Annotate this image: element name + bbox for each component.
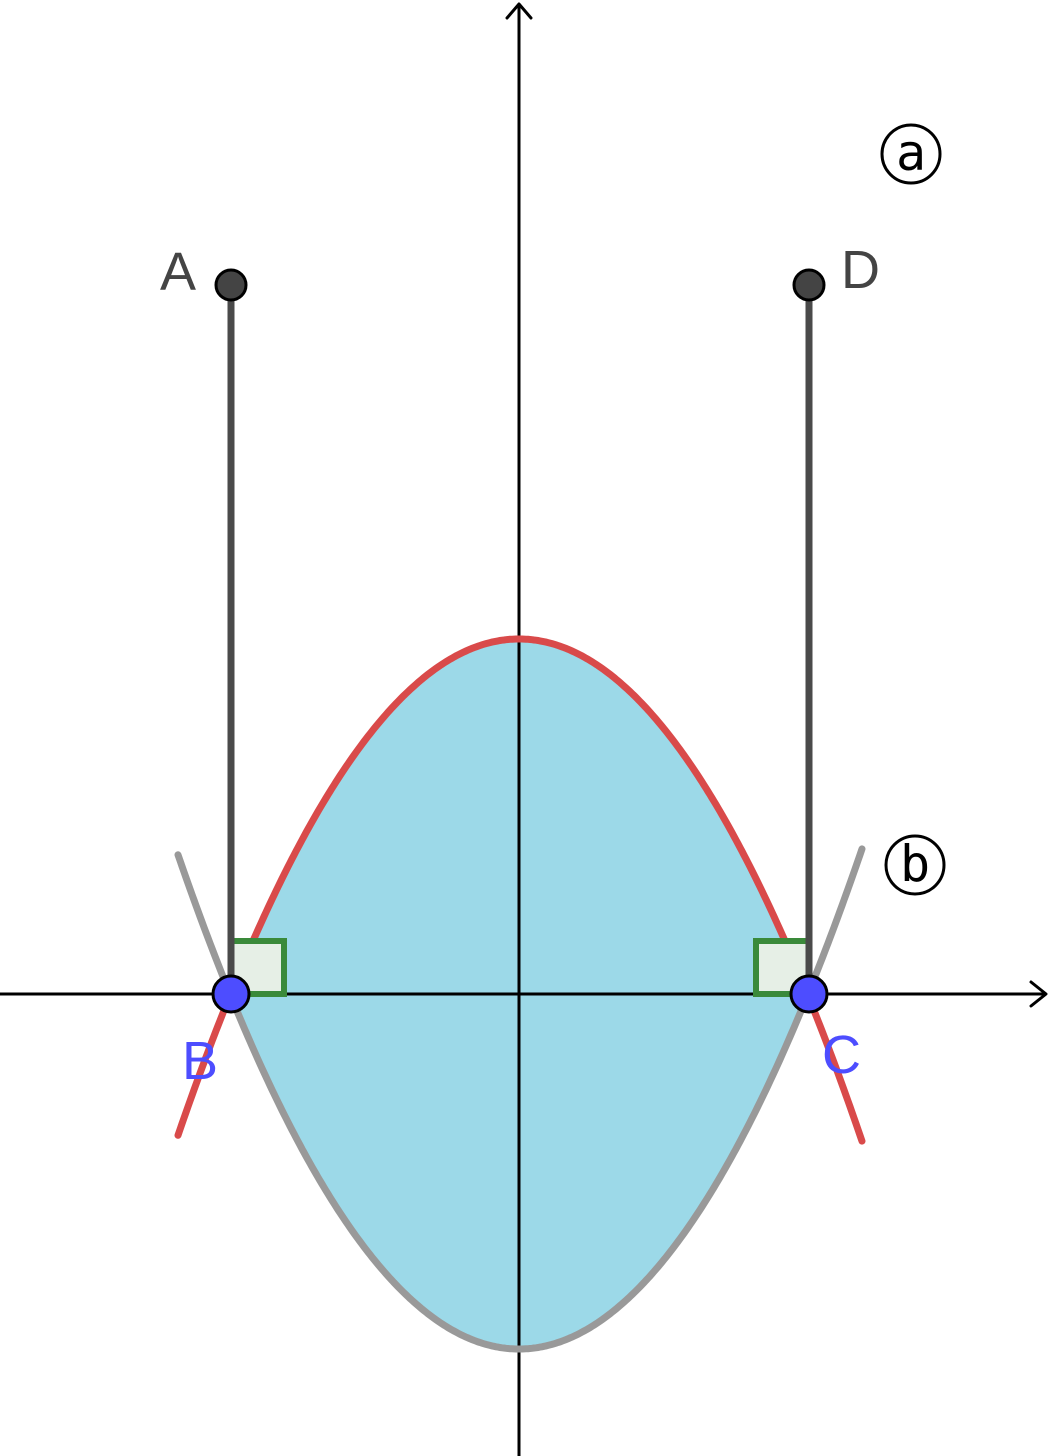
y-axis-arrow: [505, 2, 533, 20]
curve-b: [174, 845, 866, 1353]
label-a: A: [160, 242, 196, 302]
curve-b-label-text: b: [900, 835, 930, 893]
label-d: D: [841, 240, 880, 300]
curve-b-label-ring: [884, 834, 946, 896]
point-d[interactable]: [792, 268, 826, 302]
point-c[interactable]: [789, 974, 829, 1014]
curve-a-label: a: [880, 123, 942, 185]
label-c: C: [822, 1025, 861, 1085]
curve-a-label-ring: [880, 123, 942, 185]
curve-a: [174, 635, 866, 1145]
curve-b-label: b: [884, 834, 946, 896]
point-b[interactable]: [211, 974, 251, 1014]
curve-a-label-text: a: [896, 124, 926, 182]
point-a[interactable]: [214, 268, 248, 302]
x-axis-arrow: [1029, 980, 1048, 1008]
label-b: B: [182, 1031, 218, 1091]
